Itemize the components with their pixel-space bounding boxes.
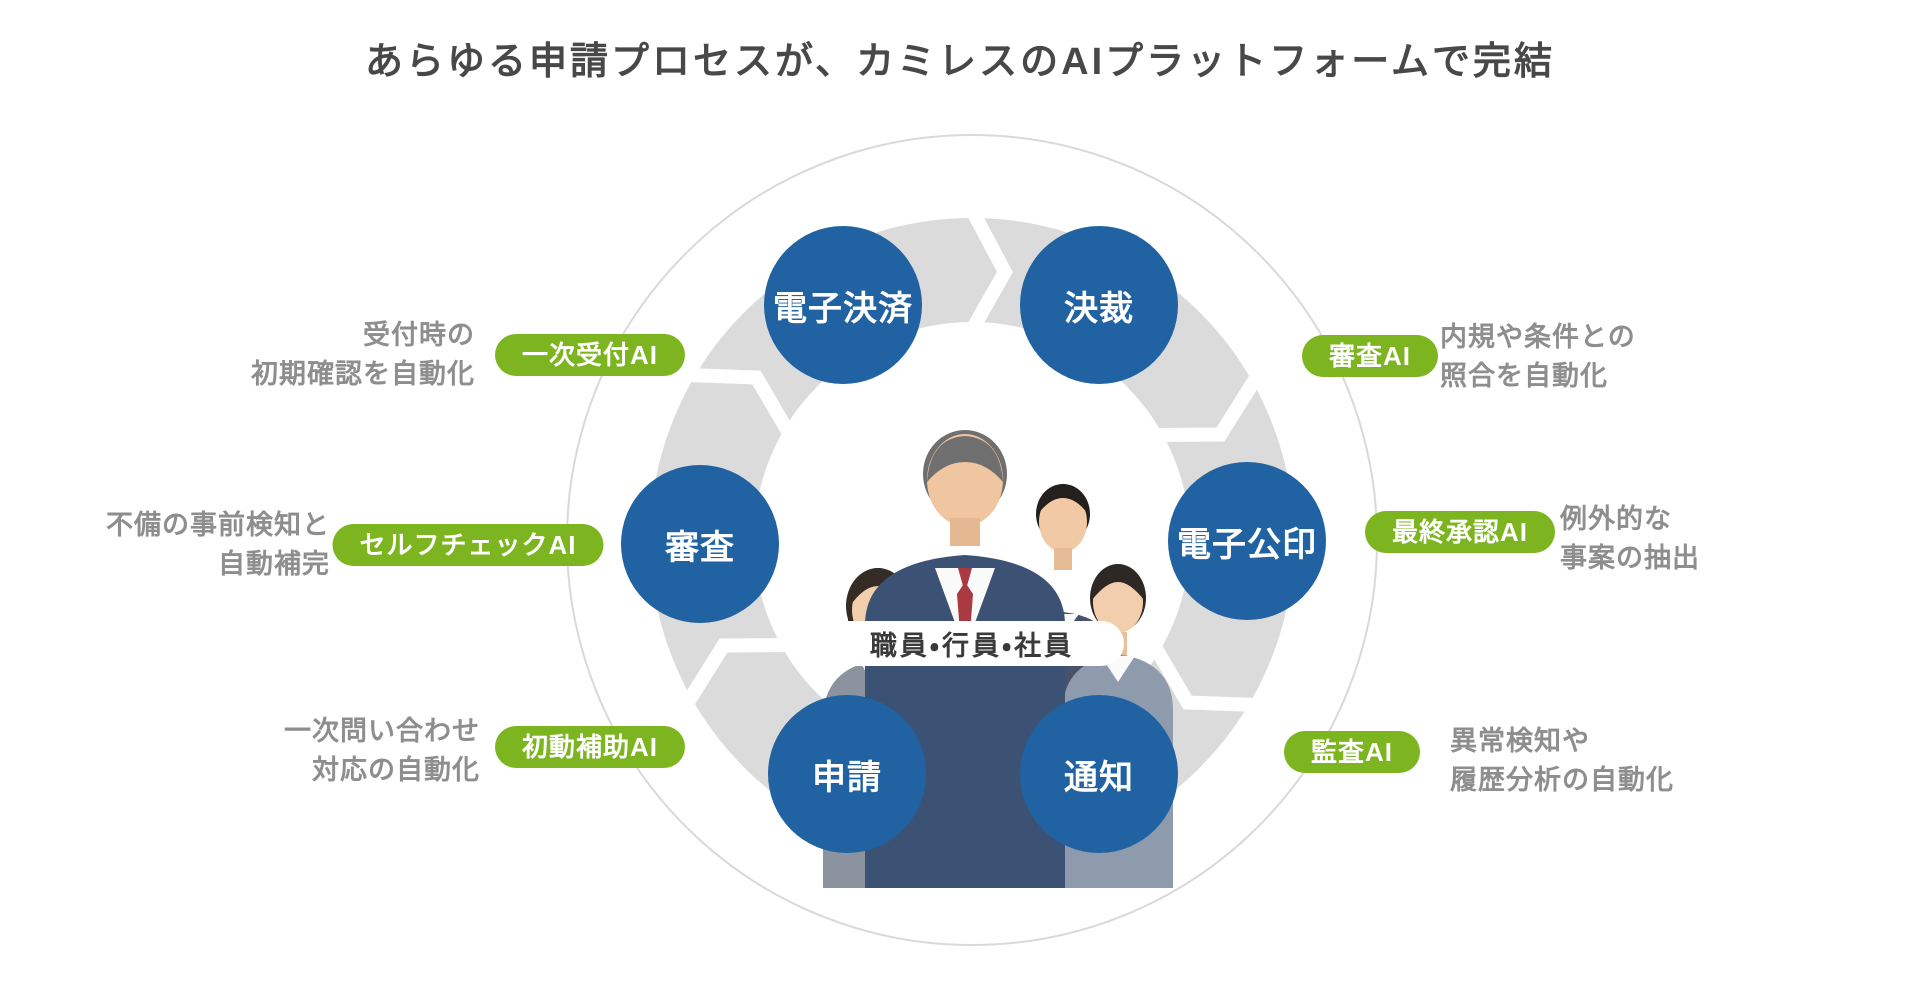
desc-first-reception-ai: 受付時の 初期確認を自動化	[251, 316, 475, 394]
desc-review-line1: 内規や条件との	[1440, 322, 1636, 352]
chevron-upper-right-icon	[1153, 371, 1264, 442]
desc-audit-line1: 異常検知や	[1450, 726, 1590, 756]
desc-initial-support-line2: 対応の自動化	[312, 755, 480, 786]
center-role-label: 職員・行員・社員	[820, 621, 1124, 666]
desc-first-reception-line1: 受付時の	[363, 320, 475, 350]
desc-final-approval-line2: 事案の抽出	[1560, 543, 1700, 574]
step-approval-label: 決裁	[1064, 289, 1134, 328]
desc-self-check-ai: 不備の事前検知と 自動補完	[106, 506, 330, 584]
desc-final-approval-line1: 例外的な	[1560, 504, 1672, 534]
desc-initial-support-line1: 一次問い合わせ	[284, 716, 480, 746]
step-application: 申請	[768, 695, 926, 853]
desc-audit-line2: 履歴分析の自動化	[1450, 765, 1674, 796]
badge-final-approval-ai: 最終承認AI	[1364, 511, 1556, 553]
badge-audit-ai: 監査AI	[1283, 731, 1421, 773]
step-e-settlement-label: 電子決済	[773, 289, 913, 328]
chevron-top-icon	[965, 206, 1013, 334]
step-notification-label: 通知	[1064, 758, 1134, 797]
desc-audit-ai: 異常検知や 履歴分析の自動化	[1450, 722, 1674, 800]
chevron-lower-left-icon	[680, 638, 791, 709]
step-e-settlement: 電子決済	[764, 226, 922, 384]
desc-review-line2: 照合を自動化	[1440, 361, 1608, 392]
badge-first-reception-ai: 一次受付AI	[494, 334, 686, 376]
step-notification: 通知	[1020, 695, 1178, 853]
badge-self-check-ai: セルフチェックAI	[332, 524, 604, 566]
desc-self-check-line2: 自動補完	[218, 549, 330, 580]
desc-final-approval-ai: 例外的な 事案の抽出	[1560, 500, 1700, 578]
desc-review-ai: 内規や条件との 照合を自動化	[1440, 318, 1636, 396]
step-screening: 審査	[621, 465, 779, 623]
step-e-seal-label: 電子公印	[1177, 525, 1317, 564]
badge-initial-support-ai: 初動補助AI	[494, 726, 686, 768]
step-e-seal: 電子公印	[1168, 462, 1326, 620]
chevron-upper-left-icon	[685, 368, 797, 439]
badge-review-ai: 審査AI	[1301, 335, 1439, 377]
desc-first-reception-line2: 初期確認を自動化	[251, 359, 475, 390]
step-application-label: 申請	[812, 758, 882, 797]
step-approval: 決裁	[1020, 226, 1178, 384]
desc-self-check-line1: 不備の事前検知と	[106, 510, 330, 540]
step-screening-label: 審査	[665, 528, 735, 567]
chevron-lower-right-icon	[1147, 641, 1259, 712]
diagram-title: あらゆる申請プロセスが、カミレスのAIプラットフォームで完結	[364, 41, 1556, 83]
desc-initial-support-ai: 一次問い合わせ 対応の自動化	[284, 712, 480, 790]
